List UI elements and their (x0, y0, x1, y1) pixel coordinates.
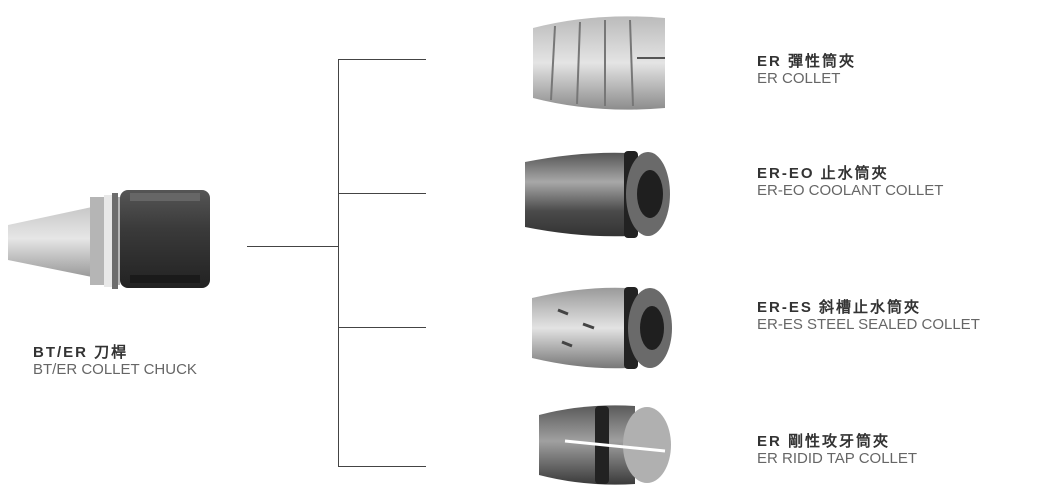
er-collet-image (533, 16, 665, 110)
branch-connector-4 (338, 466, 426, 467)
collet-chuck-image (8, 190, 210, 289)
collet-3-title: ER-ES 斜槽止水筒夾 (757, 299, 922, 316)
chuck-subtitle: BT/ER COLLET CHUCK (33, 361, 197, 378)
er-es-sealed-collet-image (532, 287, 672, 369)
collet-1-title: ER 彈性筒夾 (757, 53, 857, 70)
collet-4-subtitle: ER RIDID TAP COLLET (757, 450, 918, 467)
branch-connector-3 (338, 327, 426, 328)
er-eo-coolant-collet-image (525, 151, 670, 238)
collet-4-title: ER 剛性攻牙筒夾 (757, 433, 891, 450)
chuck-title: BT/ER 刀桿 (33, 344, 129, 361)
collet-2-title: ER-EO 止水筒夾 (757, 165, 889, 182)
collet-2-subtitle: ER-EO COOLANT COLLET (757, 182, 944, 199)
vertical-spine (338, 59, 339, 467)
collet-1-subtitle: ER COLLET (757, 70, 841, 87)
branch-connector-1 (338, 59, 426, 60)
trunk-connector (247, 246, 338, 247)
branch-connector-2 (338, 193, 426, 194)
er-rigid-tap-collet-image (539, 405, 671, 485)
collet-3-subtitle: ER-ES STEEL SEALED COLLET (757, 316, 980, 333)
